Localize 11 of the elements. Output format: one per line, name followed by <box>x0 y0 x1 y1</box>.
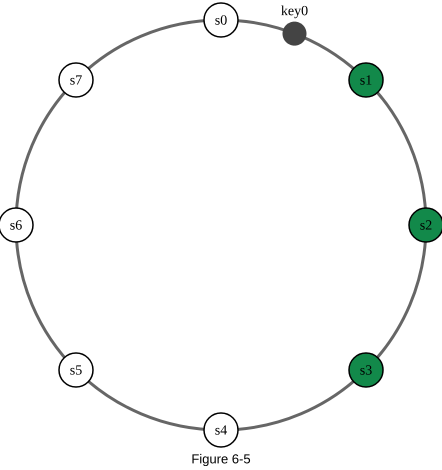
server-node: s3 <box>348 352 384 388</box>
server-node: s6 <box>0 207 34 243</box>
server-node: s7 <box>58 62 94 98</box>
server-node: s1 <box>348 62 384 98</box>
server-node: s4 <box>203 412 239 448</box>
server-node: s2 <box>408 207 442 243</box>
server-node: s5 <box>58 352 94 388</box>
key-label: key0 <box>281 5 308 18</box>
server-node: s0 <box>203 2 239 38</box>
caption: Figure 6-5 <box>192 454 250 466</box>
key-dot <box>282 22 306 46</box>
